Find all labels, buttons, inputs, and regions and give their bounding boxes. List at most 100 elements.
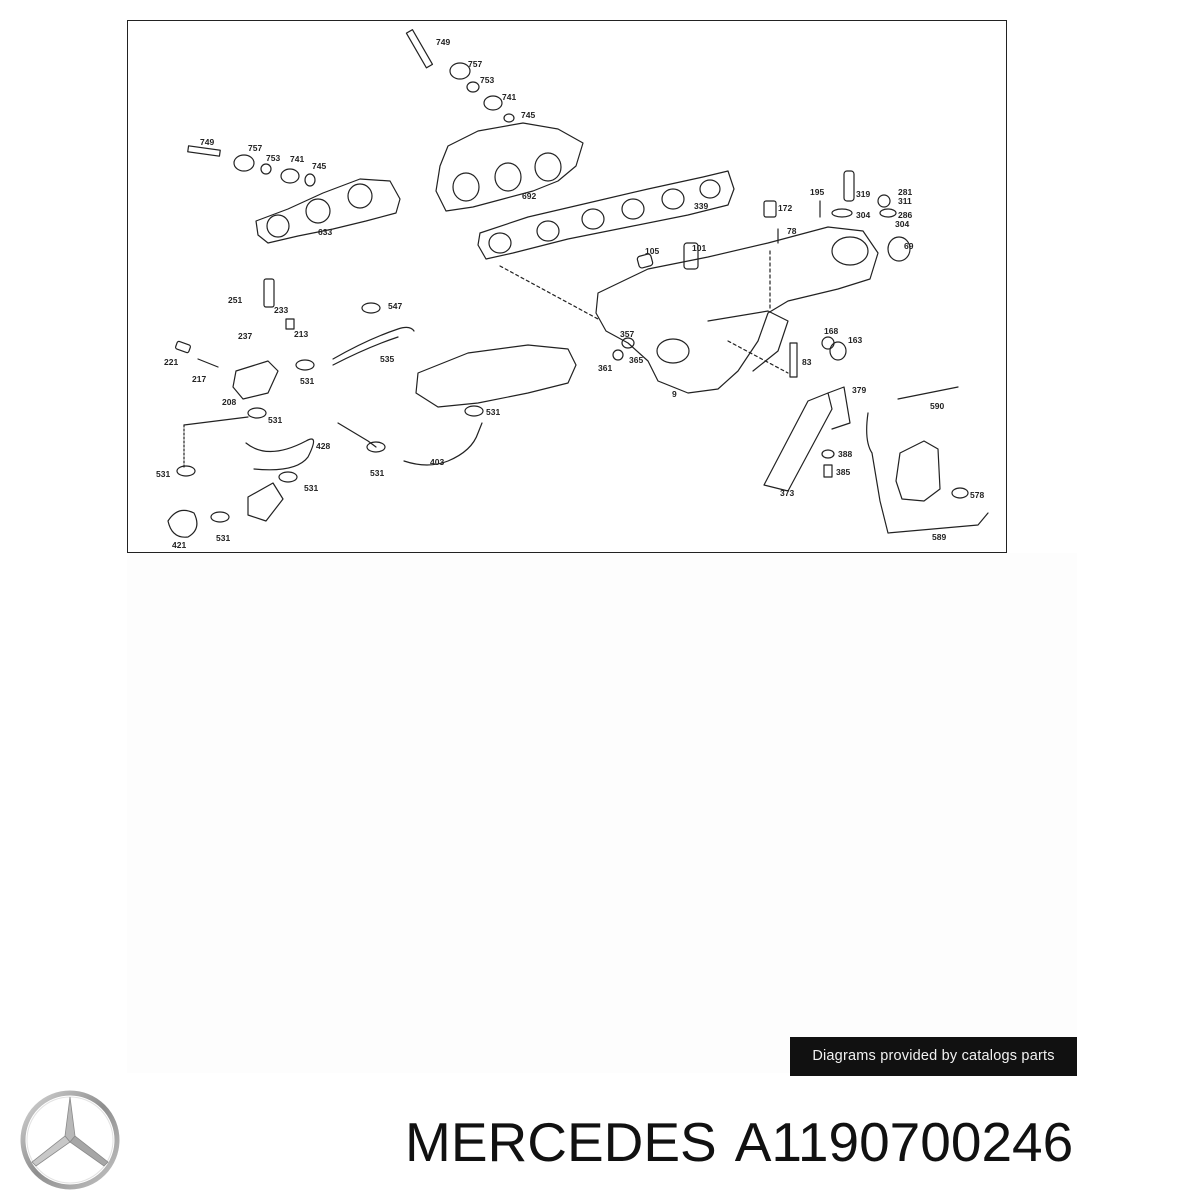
clamp-531-c <box>464 405 484 417</box>
part-label: 339 <box>694 201 708 211</box>
part-label: 105 <box>645 246 659 256</box>
part-label: 373 <box>780 488 794 498</box>
leader-208 <box>183 416 249 426</box>
gasket-633-port-1 <box>266 214 290 238</box>
washer-753-left <box>260 163 272 175</box>
gasket-339-port-2 <box>536 220 560 242</box>
part-label: 385 <box>836 467 850 477</box>
gasket-339-port-6 <box>699 179 721 199</box>
bracket-373 <box>763 392 833 492</box>
part-label: 319 <box>856 189 870 199</box>
manifold-692-port-2 <box>494 162 522 192</box>
part-label: 745 <box>521 110 535 120</box>
bolt-361 <box>612 349 624 361</box>
part-label: 535 <box>380 354 394 364</box>
leader-531 <box>337 422 377 448</box>
pin-749-left <box>187 145 221 157</box>
cover-plate <box>415 344 577 408</box>
gasket-339 <box>477 170 735 260</box>
part-label: 379 <box>852 385 866 395</box>
part-label: 741 <box>502 92 516 102</box>
clamp-531-g <box>210 511 230 523</box>
part-label: 757 <box>248 143 262 153</box>
plug-163 <box>829 341 847 361</box>
fitting-lower <box>247 482 284 522</box>
part-number: A1190700246 <box>734 1111 1074 1173</box>
fitting-213 <box>285 318 295 330</box>
part-label: 531 <box>268 415 282 425</box>
part-label: 531 <box>304 483 318 493</box>
part-label: 589 <box>932 532 946 542</box>
gasket-633-port-2 <box>305 198 331 224</box>
intake-flange-365 <box>656 338 690 364</box>
mercedes-star-logo-icon <box>20 1090 120 1190</box>
bracket-208 <box>232 360 279 400</box>
part-label: 633 <box>318 227 332 237</box>
washer-304-a <box>831 208 853 218</box>
part-label: 78 <box>787 226 797 236</box>
stud-83 <box>789 342 798 378</box>
part-label: 163 <box>848 335 862 345</box>
clamp-531-d <box>366 441 386 453</box>
part-label: 421 <box>172 540 186 550</box>
part-label: 531 <box>486 407 500 417</box>
part-label: 221 <box>164 357 178 367</box>
clamp-531-b <box>295 359 315 371</box>
bolt-741-left <box>280 168 300 184</box>
part-label: 217 <box>192 374 206 384</box>
part-label: 741 <box>290 154 304 164</box>
part-label: 578 <box>970 490 984 500</box>
part-label: 251 <box>228 295 242 305</box>
part-label: 195 <box>810 187 824 197</box>
part-label: 388 <box>838 449 852 459</box>
plug-105 <box>636 253 654 269</box>
leader-339 <box>499 265 599 320</box>
part-label: 172 <box>778 203 792 213</box>
part-label: 428 <box>316 441 330 451</box>
part-label: 745 <box>312 161 326 171</box>
bracket-379 <box>827 386 851 430</box>
ring-168 <box>821 336 835 350</box>
clamp-531-e <box>278 471 298 483</box>
sensor-101 <box>683 242 699 270</box>
hose-403 <box>403 422 483 466</box>
mount-172 <box>763 200 777 218</box>
elbow-421 <box>167 509 198 538</box>
ring-745-left <box>304 173 316 187</box>
part-label: 281 <box>898 187 912 197</box>
tank-box <box>895 440 941 502</box>
part-label: 83 <box>802 357 812 367</box>
part-label: 749 <box>200 137 214 147</box>
washer-357 <box>621 337 635 349</box>
product-heading: MERCEDES A1190700246 <box>405 1107 1073 1177</box>
gasket-633-port-3 <box>347 183 373 209</box>
part-label: 749 <box>436 37 450 47</box>
brand-name: MERCEDES <box>405 1111 717 1173</box>
part-label: 311 <box>898 196 912 206</box>
part-label: 403 <box>430 457 444 467</box>
nut-757-left <box>233 154 255 172</box>
part-label: 753 <box>266 153 280 163</box>
part-label: 286 <box>898 210 912 220</box>
part-label: 304 <box>856 210 870 220</box>
part-label: 531 <box>300 376 314 386</box>
valve-319 <box>843 170 855 202</box>
hose-535-edge <box>332 336 399 366</box>
hose-535 <box>332 326 415 360</box>
gasket-339-port-1 <box>488 232 512 254</box>
part-label: 213 <box>294 329 308 339</box>
gasket-339-port-5 <box>661 188 685 210</box>
leader-9 <box>727 340 789 374</box>
clamp-531-f <box>176 465 196 477</box>
part-label: 531 <box>370 468 384 478</box>
fitting-281 <box>877 194 891 208</box>
valve-251 <box>263 278 275 308</box>
image-background-area <box>127 553 1077 1073</box>
hose-428 <box>245 438 315 471</box>
clamp-547 <box>361 302 381 314</box>
manifold-end-cap <box>831 236 869 266</box>
pin-749-top <box>405 29 434 69</box>
part-label: 101 <box>692 243 706 253</box>
bolt-741-top <box>483 95 503 111</box>
